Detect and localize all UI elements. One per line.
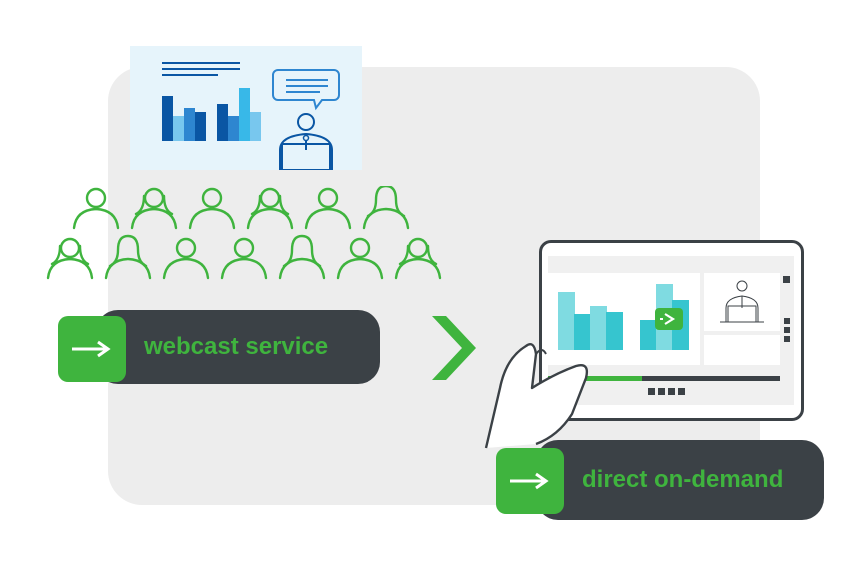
chevron-right-icon <box>432 316 476 380</box>
play-arrow-icon <box>655 308 683 330</box>
webcast-service-text: webcast service <box>144 333 329 360</box>
on-demand-arrow-box <box>496 448 564 514</box>
audience-illustration <box>46 186 442 280</box>
arrow-right-icon <box>72 340 111 358</box>
direct-on-demand-label: direct on-demand <box>536 440 824 520</box>
direct-on-demand-text: direct on-demand <box>582 466 784 493</box>
player-screen-illustration <box>548 273 790 395</box>
arrow-right-icon <box>510 472 549 490</box>
webcast-service-label: webcast service <box>96 310 380 384</box>
webcast-arrow-box <box>58 316 126 382</box>
hand-illustration <box>484 343 589 449</box>
tablet-screen <box>548 256 794 405</box>
presenter-slide-illustration <box>162 62 340 171</box>
presentation-slide <box>130 46 362 171</box>
